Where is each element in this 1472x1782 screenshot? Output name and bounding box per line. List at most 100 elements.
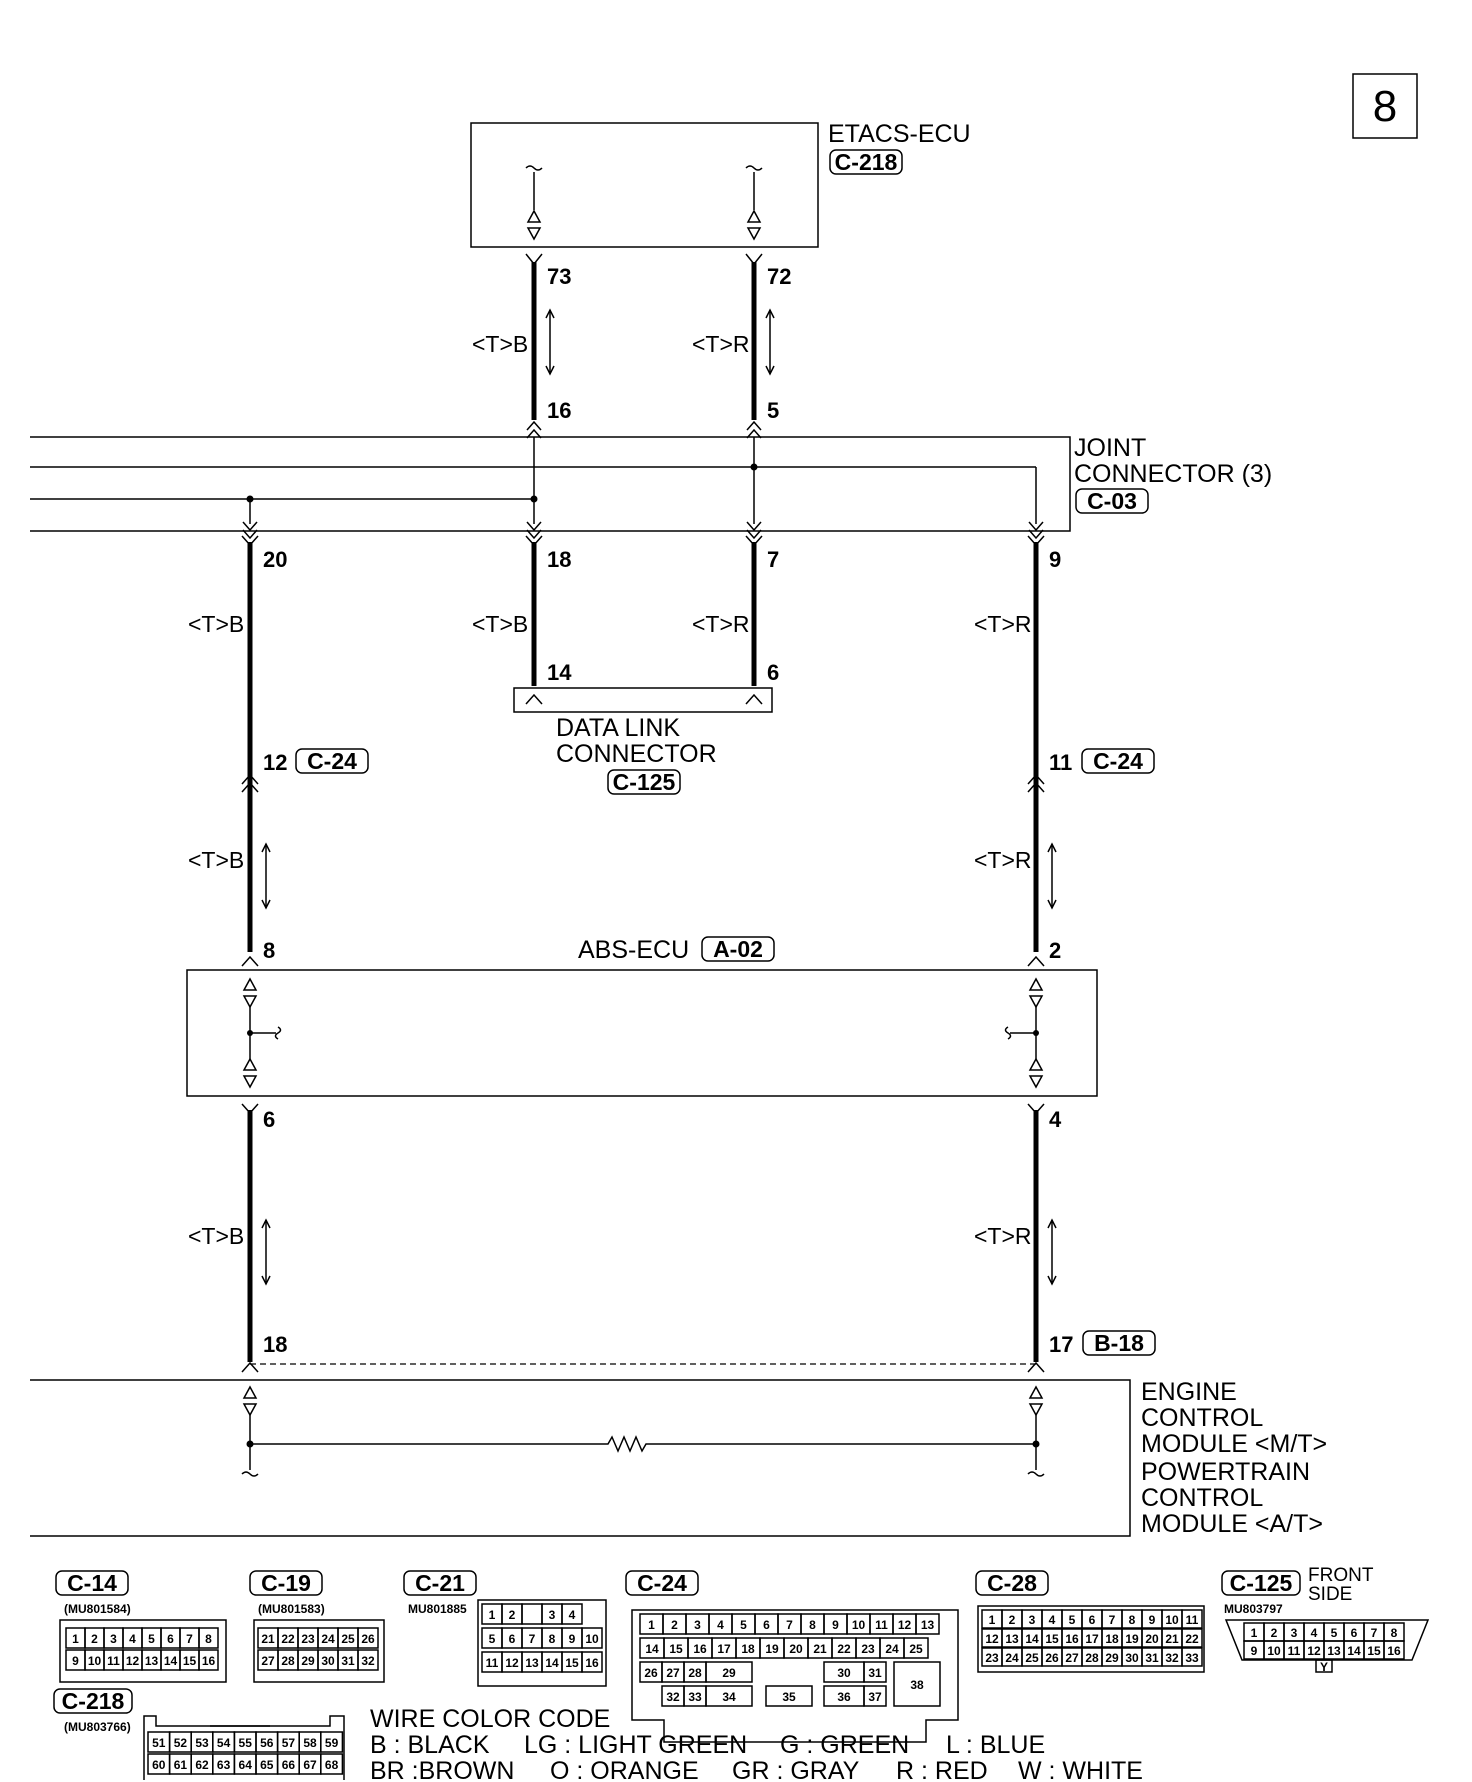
connector-pin-number: 7 — [529, 1632, 536, 1646]
connector-pin-number: 19 — [765, 1642, 779, 1656]
ecm-label-1: ENGINE — [1141, 1378, 1237, 1406]
connector-pin-number: 10 — [1165, 1613, 1179, 1627]
connector-pin-number: 68 — [325, 1758, 339, 1772]
pin-8: 8 — [263, 938, 275, 963]
connector-pin-number: 67 — [303, 1758, 317, 1772]
connector-code: C-21 — [415, 1570, 465, 1596]
connector-pin-cell — [705, 1661, 753, 1683]
pin-17-ecm: 17 — [1049, 1332, 1073, 1357]
joint-connector-label-1: JOINT — [1074, 434, 1146, 462]
connector-pin-number: 15 — [669, 1642, 683, 1656]
connector-pin-number: 35 — [782, 1690, 796, 1704]
dlc-label-1: DATA LINK — [556, 714, 680, 742]
connector-pin-number: 51 — [152, 1736, 166, 1750]
connector-pin-number: 26 — [644, 1666, 658, 1680]
connector-pin-number: 30 — [837, 1666, 851, 1680]
connector-code: C-218 — [62, 1688, 125, 1714]
abs-ecu-label: ABS-ECU — [578, 936, 689, 964]
part-number: (MU803766) — [64, 1720, 131, 1734]
connector-pin-cell — [1181, 1628, 1203, 1648]
connector-pin-number: 27 — [666, 1666, 680, 1680]
pin-2: 2 — [1049, 938, 1061, 963]
wire-color-label: <T>R — [974, 1223, 1032, 1249]
connector-pin-number: 6 — [509, 1632, 516, 1646]
connector-pin-number: 21 — [261, 1632, 275, 1646]
connector-pin-number: 17 — [717, 1642, 731, 1656]
connector-pin-cell — [320, 1731, 344, 1753]
wire-joint-to-dlc: <T>B <T>R 14 6 — [472, 542, 779, 686]
pin-6: 6 — [767, 660, 779, 685]
legend-r-red: R : RED — [896, 1757, 988, 1782]
connector-pin-number: 19 — [1125, 1632, 1139, 1646]
connector-code: C-19 — [261, 1570, 311, 1596]
connector-pin-number: 24 — [321, 1632, 335, 1646]
connector-pin-number: 30 — [1125, 1651, 1139, 1665]
pcm-label-1: POWERTRAIN — [1141, 1458, 1310, 1486]
connector-pin-number: 12 — [985, 1632, 999, 1646]
legend-b-black: B : BLACK — [370, 1731, 490, 1759]
pin-72: 72 — [767, 264, 791, 289]
connector-pin-number: 6 — [1351, 1626, 1358, 1640]
legend-g-green: G : GREEN — [780, 1731, 909, 1759]
connector-pin-number: 15 — [183, 1654, 197, 1668]
pcm-label-3: MODULE <A/T> — [1141, 1510, 1323, 1538]
connector-pin-number: 7 — [1371, 1626, 1378, 1640]
ecm-label-2: CONTROL — [1141, 1404, 1263, 1432]
connector-pin-number: 23 — [985, 1651, 999, 1665]
connector-pin-number: 16 — [1065, 1632, 1079, 1646]
connector-pin-number: 31 — [1145, 1651, 1159, 1665]
connector-pin-number: 38 — [910, 1678, 924, 1692]
ecm-label-3: MODULE <M/T> — [1141, 1430, 1327, 1458]
connector-pin-number: 59 — [325, 1736, 339, 1750]
connector-pin-number: 27 — [1065, 1651, 1079, 1665]
connector-pin-number: 24 — [885, 1642, 899, 1656]
connector-pin-number: 18 — [741, 1642, 755, 1656]
connector-pin-cell — [893, 1661, 941, 1707]
connector-pin-cell — [915, 1613, 940, 1635]
connector-pin-number: 8 — [1129, 1613, 1136, 1627]
legend-title: WIRE COLOR CODE — [370, 1705, 610, 1733]
wire-abs-4-to-ecm-17: 4 <T>R 17 B-18 — [974, 1103, 1156, 1373]
connector-pin-number: 17 — [1085, 1632, 1099, 1646]
connector-pin-cell — [863, 1661, 887, 1683]
connector-code: C-24 — [637, 1570, 687, 1596]
connector-pin-number: 66 — [282, 1758, 296, 1772]
connector-pin-number: 57 — [282, 1736, 296, 1750]
connector-pin-number: 64 — [239, 1758, 253, 1772]
connector-pin-number: 12 — [505, 1656, 519, 1670]
connector-pin-number: 29 — [1105, 1651, 1119, 1665]
connector-pin-cell — [561, 1603, 583, 1625]
connector-pin-number: 31 — [868, 1666, 882, 1680]
pin-20: 20 — [263, 547, 287, 572]
connector-pin-number: 16 — [202, 1654, 216, 1668]
legend-lg-light-green: LG : LIGHT GREEN — [524, 1731, 747, 1759]
connector-pin-number: 28 — [281, 1654, 295, 1668]
wire-color-code-legend: WIRE COLOR CODE B : BLACK LG : LIGHT GRE… — [370, 1705, 1143, 1782]
connector-pin-number: 26 — [361, 1632, 375, 1646]
pin-11: 11 — [1049, 750, 1072, 775]
part-number: (MU801583) — [258, 1602, 325, 1616]
connector-pin-number: 14 — [1025, 1632, 1039, 1646]
connector-pin-number: 22 — [281, 1632, 295, 1646]
connector-pin-number: 29 — [722, 1666, 736, 1680]
connector-pin-cell — [198, 1649, 219, 1671]
connector-pin-number: 55 — [239, 1736, 253, 1750]
connector-pin-number: 5 — [148, 1632, 155, 1646]
connector-pin-number: 3 — [110, 1632, 117, 1646]
connector-pin-number: 12 — [126, 1654, 140, 1668]
wire-color-label: <T>R — [974, 611, 1032, 637]
ecm-code: B-18 — [1094, 1330, 1144, 1356]
connector-pin-number: 16 — [693, 1642, 707, 1656]
connector-pin-number: 16 — [585, 1656, 599, 1670]
connector-pin-number: 11 — [1288, 1644, 1301, 1658]
connector-pin-number: 23 — [301, 1632, 315, 1646]
data-link-connector: DATA LINK CONNECTOR C-125 — [513, 687, 773, 795]
pin-9: 9 — [1049, 547, 1061, 572]
page-number: 8 — [1373, 82, 1397, 131]
